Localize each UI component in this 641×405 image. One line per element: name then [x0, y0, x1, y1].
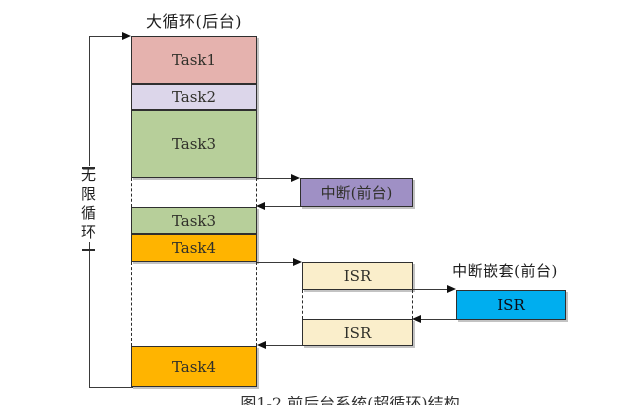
isr-gap-right-dashed-line: [412, 290, 413, 319]
arrow-nested-return-line: [421, 319, 456, 320]
arrow-isr-return-head-icon: [257, 341, 266, 349]
loop-label-char: 无: [80, 166, 96, 184]
nested-interrupt-title: 中断嵌套(前台): [452, 262, 558, 280]
interrupt-label: 中断(前台): [320, 184, 393, 202]
gap2-left-dashed-line: [131, 262, 132, 346]
arrow-task3-to-interrupt-head-icon: [291, 174, 300, 182]
loop-bracket-top-line: [89, 36, 123, 37]
loop-label-char: 环: [80, 223, 96, 241]
gap1-right-dashed-line: [256, 178, 257, 207]
task1-label: Task1: [171, 51, 217, 69]
caption-fragment: 图1-2 前后台系统(超循环)结构: [200, 396, 500, 405]
task3-box-second: Task3: [131, 207, 257, 234]
main-loop-title: 大循环(后台): [146, 12, 242, 31]
arrow-task4-to-isr-head-icon: [293, 258, 302, 266]
task4-box-first: Task4: [131, 234, 257, 262]
task4-box-second: Task4: [131, 346, 257, 387]
task3-box-first: Task3: [131, 110, 257, 178]
isr-box-second: ISR: [302, 319, 413, 346]
task3-label: Task3: [171, 135, 217, 153]
loop-label-char: 循: [80, 204, 96, 222]
task4-label: Task4: [171, 357, 217, 376]
arrow-task3-to-interrupt-line: [257, 178, 292, 179]
loop-bracket-bottom-line: [89, 387, 133, 388]
loop-label-top-tick: [82, 167, 95, 169]
interrupt-box: 中断(前台): [300, 178, 413, 207]
gap2-right-dashed-line: [256, 262, 257, 346]
isr-gap-left-dashed-line: [302, 290, 303, 319]
task2-box: Task2: [131, 84, 257, 110]
loop-entry-arrowhead-icon: [122, 32, 131, 40]
task4-label: Task4: [171, 239, 217, 257]
isr-label: ISR: [343, 267, 372, 285]
task3-label: Task3: [171, 211, 217, 230]
loop-label-char: 限: [80, 185, 96, 203]
arrow-isr-to-nested-line: [413, 289, 448, 290]
nested-isr-box: ISR: [456, 290, 566, 320]
arrow-nested-return-head-icon: [412, 315, 421, 323]
nested-isr-label: ISR: [497, 296, 525, 314]
isr-label: ISR: [343, 323, 372, 342]
task2-label: Task2: [171, 88, 217, 106]
infinite-loop-label: 无 限 循 环: [79, 166, 98, 242]
arrow-isr-return-line: [265, 345, 302, 346]
arrow-isr-to-nested-head-icon: [447, 285, 456, 293]
arrow-interrupt-return-head-icon: [256, 202, 265, 210]
loop-label-bottom-tick: [82, 249, 95, 251]
task1-box: Task1: [131, 36, 257, 84]
isr-box-first: ISR: [302, 262, 413, 290]
arrow-task4-to-isr-line: [257, 262, 294, 263]
arrow-interrupt-return-line: [264, 206, 300, 207]
gap1-left-dashed-line: [131, 178, 132, 207]
